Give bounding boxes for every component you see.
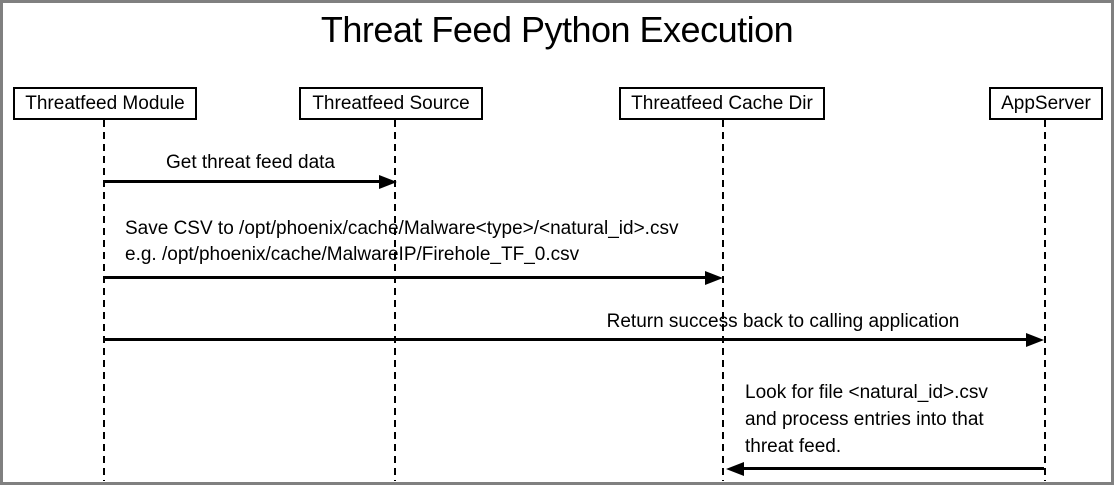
actor-box-appserver: AppServer [989,87,1103,120]
actor-box-threatfeed-cache-dir: Threatfeed Cache Dir [619,87,825,120]
message-label: Get threat feed data [165,152,335,173]
arrowhead-right-icon [705,271,723,285]
message-arrow-line [104,180,381,183]
actor-box-threatfeed-module: Threatfeed Module [13,87,197,120]
lifeline-threatfeed-source [394,120,396,481]
message-arrow-line [742,467,1044,470]
diagram-title: Threat Feed Python Execution [320,9,794,50]
message-arrow-line [104,276,707,279]
actor-label: Threatfeed Module [25,92,185,114]
message-label: Save CSV to /opt/phoenix/cache/Malware<t… [125,218,679,265]
actor-label: Threatfeed Cache Dir [631,92,813,114]
lifeline-threatfeed-cache-dir [722,120,724,481]
arrowhead-left-icon [726,462,744,476]
actor-label: AppServer [1001,92,1091,114]
lifeline-threatfeed-module [103,120,105,481]
lifeline-appserver [1044,120,1046,481]
actor-box-threatfeed-source: Threatfeed Source [299,87,483,120]
message-label: Look for file <natural_id>.csv and proce… [745,382,988,457]
message-arrow-line [104,338,1028,341]
arrowhead-right-icon [379,175,397,189]
arrowhead-right-icon [1026,333,1044,347]
message-label: Return success back to calling applicati… [606,311,960,332]
actor-label: Threatfeed Source [312,92,470,114]
